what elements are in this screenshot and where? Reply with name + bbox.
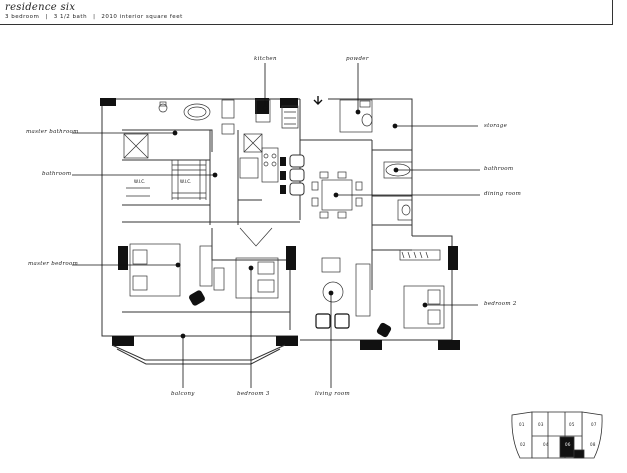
label-bedroom-3: bedroom 3 bbox=[237, 391, 270, 397]
label-storage: storage bbox=[484, 123, 508, 129]
label-bathroom-left: bathroom bbox=[42, 171, 72, 177]
spec-area: 2010 interior square feet bbox=[101, 14, 183, 20]
spec-baths: 3 1/2 bath bbox=[53, 14, 88, 20]
entry-arrow-icon bbox=[313, 96, 323, 105]
label-dining-room: dining room bbox=[484, 191, 522, 197]
residence-title: residence six bbox=[5, 2, 76, 13]
key-unit-02: 02 bbox=[520, 442, 526, 447]
key-unit-06: 06 bbox=[565, 442, 571, 447]
label-kitchen: kitchen bbox=[254, 56, 277, 62]
wall-top-right bbox=[328, 98, 413, 236]
label-balcony: balcony bbox=[171, 391, 195, 397]
label-master-bathroom: master bathroom bbox=[26, 129, 79, 135]
key-unit-08: 08 bbox=[590, 442, 596, 447]
key-unit-07: 07 bbox=[591, 422, 597, 427]
wall-left-bottom bbox=[101, 99, 298, 337]
label-powder: powder bbox=[346, 56, 369, 62]
label-living-room: living room bbox=[315, 391, 350, 397]
key-unit-04: 04 bbox=[543, 442, 549, 447]
header-box: residence six 3 bedroom|3 1/2 bath|2010 … bbox=[0, 0, 613, 25]
key-unit-03: 03 bbox=[538, 422, 544, 427]
residence-specs: 3 bedroom|3 1/2 bath|2010 interior squar… bbox=[5, 14, 183, 20]
key-unit-05: 05 bbox=[569, 422, 575, 427]
key-plan bbox=[511, 411, 603, 459]
label-bathroom-right: bathroom bbox=[484, 166, 514, 172]
key-unit-01: 01 bbox=[519, 422, 525, 427]
label-bedroom-2: bedroom 2 bbox=[484, 301, 517, 307]
label-master-bedroom: master bedroom bbox=[28, 261, 79, 267]
spec-bedrooms: 3 bedroom bbox=[5, 14, 40, 20]
wic-label-right: W.I.C. bbox=[180, 179, 191, 184]
wic-label-left: W.I.C. bbox=[134, 179, 145, 184]
